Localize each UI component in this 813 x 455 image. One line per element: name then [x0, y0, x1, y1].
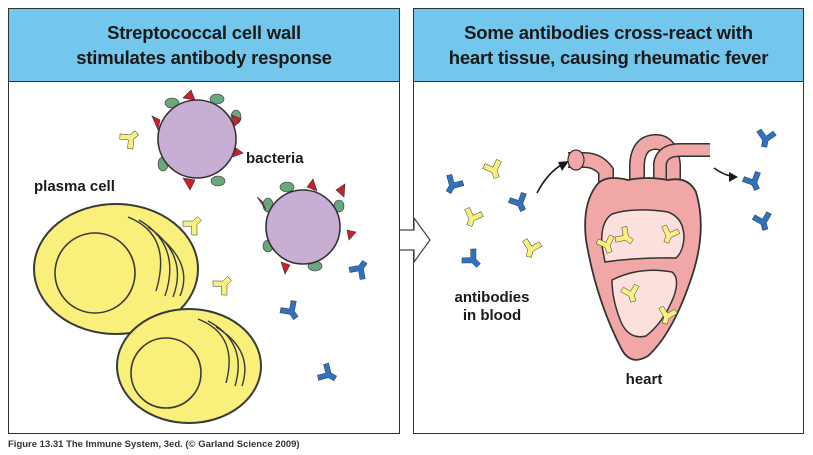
antibody-yellow: [210, 271, 237, 298]
antibody-yellow: [117, 124, 144, 152]
antibody-yellow: [459, 205, 485, 230]
antibody-blue: [750, 210, 776, 233]
left-title-line-1: Streptococcal cell wall: [107, 22, 301, 43]
antibody-blue: [315, 361, 341, 388]
label-antibodies-line-1: antibodies: [454, 289, 529, 306]
label-plasma-cell: plasma cell: [34, 178, 115, 195]
left-panel-header: Streptococcal cell wall stimulates antib…: [9, 9, 399, 82]
heart: [567, 133, 710, 361]
antibody-blue: [740, 169, 767, 194]
label-heart: heart: [626, 371, 663, 388]
antibody-yellow: [481, 157, 507, 182]
label-bacteria: bacteria: [246, 150, 304, 167]
antibody-blue: [346, 255, 374, 282]
antibody-blue: [439, 172, 466, 198]
antibody-blue: [754, 128, 778, 149]
right-panel-header: Some antibodies cross-react with heart t…: [414, 9, 803, 82]
antibody-blue: [277, 298, 305, 325]
left-title-line-2: stimulates antibody response: [76, 47, 332, 68]
arrow-into-heart: [536, 163, 564, 194]
right-title-line-1: Some antibodies cross-react with: [464, 22, 753, 43]
label-antibodies-line-2: in blood: [463, 307, 521, 324]
right-title-line-2: heart tissue, causing rheumatic fever: [448, 47, 769, 68]
antibody-blue: [506, 190, 533, 215]
arrow-out-of-heart: [713, 167, 732, 177]
antibody-yellow: [518, 237, 544, 260]
figure-caption: Figure 13.31 The Immune System, 3ed. (© …: [8, 439, 300, 450]
bacterium-lower: [256, 178, 357, 275]
plasma-cell-upper: [33, 203, 199, 335]
bacterium-upper: [151, 89, 244, 191]
transition-arrow: [400, 217, 431, 263]
plasma-cell-lower: [116, 308, 262, 424]
antibody-blue: [459, 246, 486, 273]
